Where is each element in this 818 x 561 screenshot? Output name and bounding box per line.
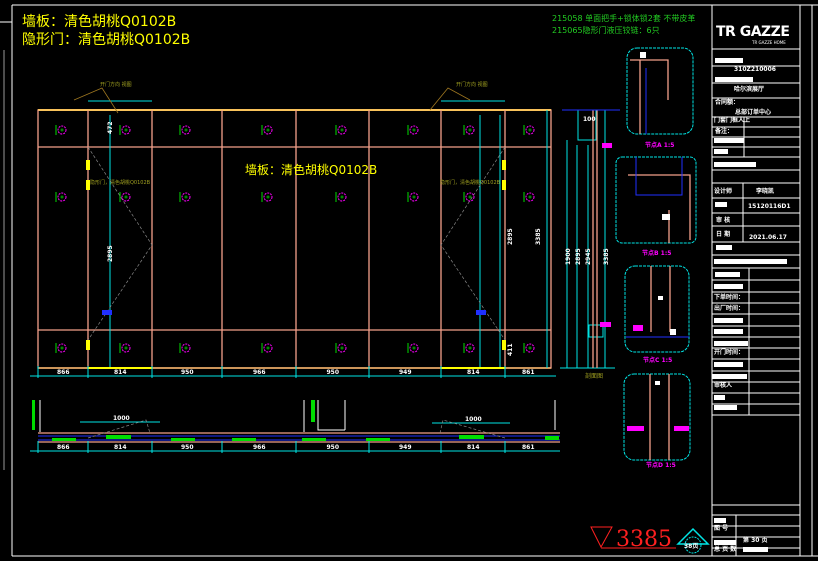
width-dim: 814 xyxy=(114,369,127,376)
panel-marker-icon xyxy=(523,192,535,202)
title-block: TR GAZZE TR GAZZE HOME 310Z210006 哈尔滨展厅 … xyxy=(711,4,801,557)
plan-width-dim: 950 xyxy=(327,444,340,451)
detail-b-label: 节点B 1:5 xyxy=(642,249,671,257)
panel-markers xyxy=(55,125,535,353)
swing-label-left: 开门方向 视图 xyxy=(100,81,132,88)
door-label-right: 隐形门，清色胡桃Q0102B xyxy=(440,179,501,186)
panel-marker-icon xyxy=(463,343,475,353)
page-badge: 38页 xyxy=(684,542,698,550)
hidden-door-note: 隐形门：清色胡桃Q0102B xyxy=(22,31,190,48)
width-dim: 861 xyxy=(522,369,535,376)
plan-width-dim: 950 xyxy=(181,444,194,451)
section-dim-1: 1900 xyxy=(565,248,572,265)
company-logo-sub: TR GAZZE HOME xyxy=(751,40,786,45)
panel-marker-icon xyxy=(463,125,475,135)
remark-label: 备注： xyxy=(714,127,733,135)
level-value: 3385 xyxy=(616,527,672,552)
panel-marker-icon xyxy=(523,125,535,135)
open-time-label: 开门时间： xyxy=(714,348,744,356)
total-pages-label: 总 页 数 xyxy=(714,545,737,553)
date-value: 2021.06.17 xyxy=(749,234,787,241)
width-dim: 950 xyxy=(181,369,194,376)
panel-marker-icon xyxy=(261,192,273,202)
plan-width-dim: 861 xyxy=(522,444,535,451)
height-total-dim: 3385 xyxy=(535,228,542,245)
panel-marker-icon xyxy=(523,343,535,353)
panel-marker-icon xyxy=(119,125,131,135)
panel-marker-icon xyxy=(407,343,419,353)
project-name: 哈尔滨展厅 xyxy=(734,85,764,93)
width-dim: 814 xyxy=(467,369,480,376)
panel-marker-icon xyxy=(261,343,273,353)
panel-marker-icon xyxy=(179,343,191,353)
detail-views[interactable]: 节点A 1:5 节点B 1:5 节点C 1:5 节点D 1:5 xyxy=(615,47,697,469)
height-mid-dim: 2895 xyxy=(507,228,514,245)
plan-width-dim: 966 xyxy=(253,444,266,451)
detail-c-label: 节点C 1:5 xyxy=(643,356,672,364)
detail-d-label: 节点D 1:5 xyxy=(646,461,676,469)
review-label: 审 核 xyxy=(716,216,730,224)
designer-value: 李晓凯 xyxy=(755,187,774,195)
factory-time-label: 出厂时间： xyxy=(714,304,744,312)
wall-panel-note: 墙板：清色胡桃Q0102B xyxy=(22,13,176,30)
width-dim: 866 xyxy=(57,369,70,376)
width-dim: 950 xyxy=(327,369,340,376)
section-dim-2: 2895 xyxy=(575,248,582,265)
panel-marker-icon xyxy=(407,192,419,202)
panel-marker-icon xyxy=(119,192,131,202)
height-mid-dim-left: 2895 xyxy=(107,245,114,262)
door-open-dim-left: 1000 xyxy=(113,415,130,422)
plan-section[interactable]: 1000 1000 866 814 950 966 950 949 814 861 xyxy=(30,400,560,453)
client-value: 总部订单中心 xyxy=(735,108,771,116)
panel-marker-icon xyxy=(55,125,67,135)
panel-marker-icon xyxy=(335,192,347,202)
sheet-label: 图 号 xyxy=(714,524,728,532)
order-time-label: 下单时间： xyxy=(714,293,744,301)
plan-width-dim: 814 xyxy=(114,444,127,451)
plan-width-dim: 814 xyxy=(467,444,480,451)
side-section[interactable]: 100 1900 2895 2945 3385 剖面图 xyxy=(560,109,620,380)
reviewer-label: 审核人 xyxy=(714,381,733,389)
date-label: 日 期 xyxy=(716,230,730,238)
panel-marker-icon xyxy=(179,125,191,135)
section-top-dim: 100 xyxy=(583,116,596,123)
plan-width-dim: 949 xyxy=(399,444,412,451)
hardware-note-2: 215065隐形门液压铰链：6只 xyxy=(552,25,660,35)
height-top-dim: 472 xyxy=(107,121,114,134)
hardware-note-1: 215058 单面把手+锁体锁2套 不带皮革 xyxy=(552,13,695,23)
sheet-value: 第 30 页 xyxy=(742,536,768,544)
plan-width-dim: 866 xyxy=(57,444,70,451)
section-label: 剖面图 xyxy=(585,372,603,380)
panel-marker-icon xyxy=(335,125,347,135)
door-label-left: 隐形门，清色胡桃Q0102B xyxy=(90,179,151,186)
section-dim-3: 2945 xyxy=(585,248,592,265)
panel-marker-icon xyxy=(463,192,475,202)
height-bottom-dim: 411 xyxy=(507,343,514,356)
panel-marker-icon xyxy=(55,343,67,353)
client-label: 合同额： xyxy=(715,98,739,106)
center-wall-label: 墙板：清色胡桃Q0102B xyxy=(245,162,377,177)
panel-marker-icon xyxy=(407,125,419,135)
panel-marker-icon xyxy=(261,125,273,135)
swing-label-right: 开门方向 视图 xyxy=(456,81,488,88)
project-number: 310Z210006 xyxy=(734,66,776,73)
width-dim: 966 xyxy=(253,369,266,376)
panel-marker-icon xyxy=(55,192,67,202)
width-dim: 949 xyxy=(399,369,412,376)
section-dim-4: 3385 xyxy=(603,248,610,265)
door-open-dim-right: 1000 xyxy=(465,416,482,423)
panel-marker-icon xyxy=(179,192,191,202)
detail-a-label: 节点A 1:5 xyxy=(645,141,674,149)
front-elevation[interactable]: 开门方向 视图 开门方向 视图 墙板：清色胡桃Q0102B 隐形门，清色胡桃Q0… xyxy=(30,81,556,378)
doors-label: 门套门框人上 xyxy=(714,116,750,124)
panel-marker-icon xyxy=(335,343,347,353)
designer-label: 设计师 xyxy=(714,187,732,195)
panel-marker-icon xyxy=(119,343,131,353)
level-mark: 3385 38页 xyxy=(590,526,710,554)
code-value: 15120116D1 xyxy=(748,203,791,210)
company-logo: TR GAZZE xyxy=(716,24,789,40)
